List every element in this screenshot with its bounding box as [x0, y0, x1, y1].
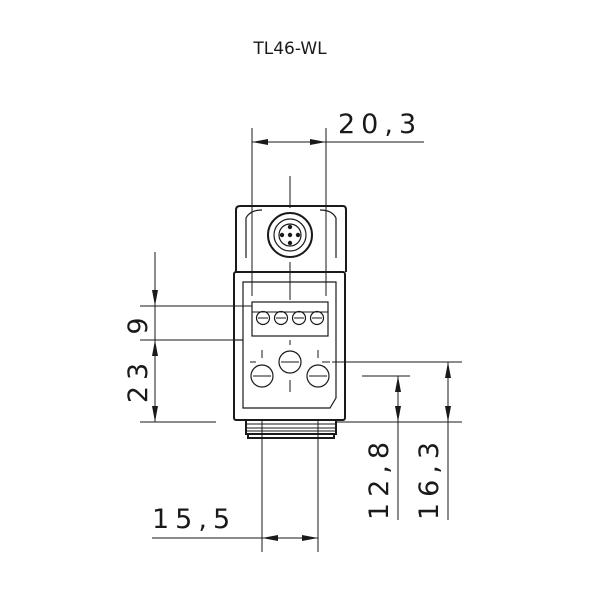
screw-icon	[278, 350, 302, 374]
dimension-label-lower-height: 23	[123, 357, 154, 403]
dimension-bottom-width: 15,5	[152, 420, 319, 552]
drawing-title: TL46-WL	[252, 39, 327, 59]
screw-icon	[306, 364, 330, 388]
dimension-left-heights: 9 23	[123, 252, 252, 423]
led-indicator-panel	[251, 301, 329, 337]
sensor-base	[245, 419, 337, 439]
dimension-label-right-outer-height: 16,3	[414, 436, 445, 520]
dimension-label-bottom-width: 15,5	[152, 504, 236, 535]
screw-icon	[250, 364, 274, 388]
dimension-label-top-width: 20,3	[338, 109, 422, 140]
dimension-label-upper-height: 9	[123, 311, 154, 334]
center-lines	[250, 176, 330, 392]
dimension-top-width: 20,3	[251, 109, 424, 296]
dimension-label-right-inner-height: 12,8	[364, 436, 395, 520]
m12-connector-icon	[267, 212, 313, 258]
dimension-right-heights: 12,8 16,3	[332, 361, 462, 520]
